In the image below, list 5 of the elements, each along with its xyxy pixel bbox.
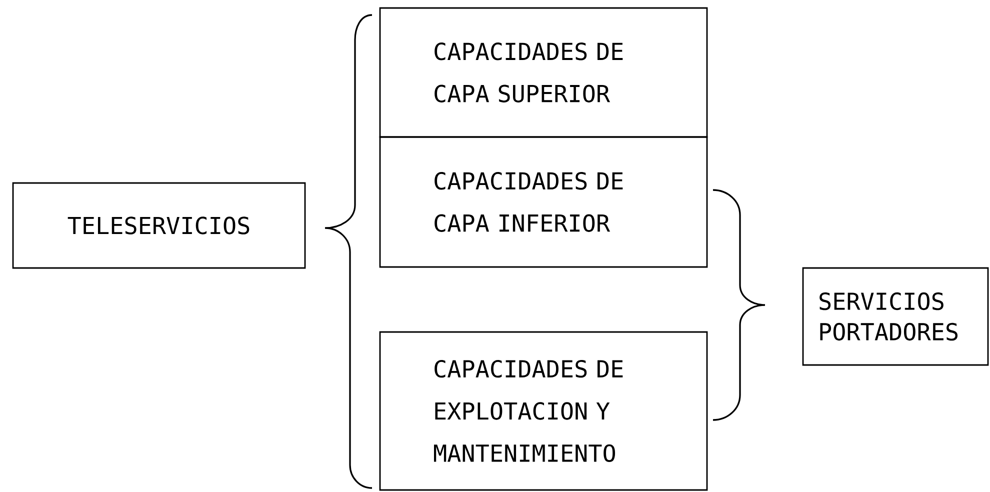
- text-box: SERVICIOS PORTADORES: [802, 267, 989, 366]
- text-box: CAPACIDADES DE CAPA INFERIOR: [379, 136, 708, 268]
- text-box: TELESERVICIOS: [12, 182, 306, 269]
- text-box: CAPACIDADES DE CAPA SUPERIOR: [379, 7, 708, 138]
- text-box: CAPACIDADES DE EXPLOTACION Y MANTENIMIENTO: [379, 331, 708, 491]
